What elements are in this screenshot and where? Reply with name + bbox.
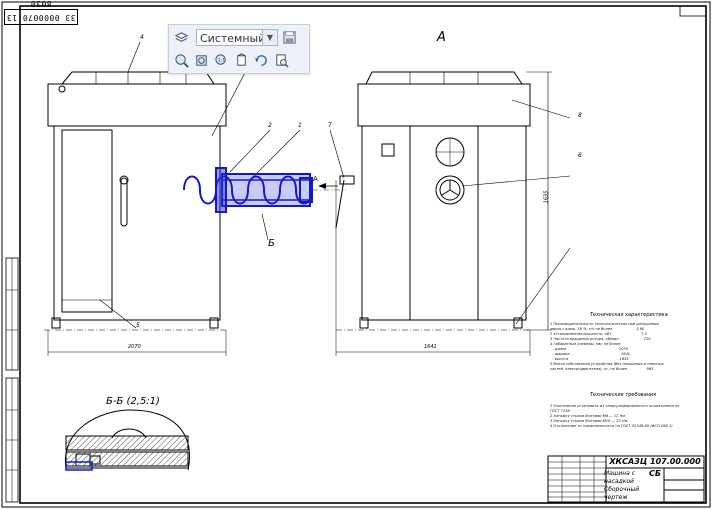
leader-label-8: 8: [578, 112, 582, 119]
floating-toolbar: Системный ▼ 1:1: [168, 24, 310, 74]
leader-label-1: 1: [298, 122, 302, 129]
tech-spec-title: Техническая характеристика: [590, 312, 668, 318]
leader-label-6: 6: [578, 152, 582, 159]
dim-width-front: 2070: [128, 344, 141, 350]
drawing-name: Машина с насадкой Сборочный чертеж: [604, 470, 664, 502]
front-view: [44, 39, 345, 356]
leader-label-2: 2: [268, 122, 272, 129]
save-icon[interactable]: [281, 29, 298, 46]
arrow-label: A: [313, 175, 318, 183]
zoom-scale-icon[interactable]: 1:1: [213, 52, 230, 69]
view-label: A: [437, 30, 446, 45]
section-label: Б-Б (2,5:1): [106, 396, 160, 407]
cut-label: Б: [268, 238, 275, 249]
leader-label-5: 5: [136, 322, 140, 329]
refresh-icon[interactable]: [253, 52, 270, 69]
zoom-window-icon[interactable]: [193, 52, 210, 69]
drawing-name-line1: Машина с насадкой: [604, 470, 636, 485]
title-block-frame: [547, 455, 705, 503]
side-view: [335, 71, 571, 356]
zoom-in-icon[interactable]: [173, 52, 190, 69]
dim-height: 1635: [543, 190, 550, 204]
style-select[interactable]: Системный ▼: [196, 29, 278, 46]
sheet-stamp: 33 0000070 13 8030: [4, 0, 78, 25]
drawing-code: ХКСАЗЦ 107.00.000 СБ: [609, 457, 701, 478]
style-select-value: Системный: [200, 32, 266, 45]
preview-icon[interactable]: [273, 52, 290, 69]
screw-assembly: [183, 167, 313, 213]
tech-req-notes: 1 Уплотнения установить из хлорсульфиров…: [550, 404, 680, 428]
drawing-name-line2: Сборочный чертеж: [604, 486, 640, 501]
pan-icon[interactable]: [233, 52, 250, 69]
tech-spec-notes: 1 Производительность технологическая при…: [550, 322, 664, 371]
tech-req-title: Технические требования: [590, 392, 657, 398]
dim-width-side: 1641: [424, 344, 437, 350]
section-view: [64, 409, 190, 471]
leader-label-7: 7: [328, 122, 332, 129]
section-blue-part: [65, 461, 93, 471]
leader-label-4: 4: [140, 34, 144, 41]
layers-icon[interactable]: [173, 29, 190, 46]
dropdown-icon[interactable]: ▼: [262, 30, 277, 45]
svg-text:1:1: 1:1: [218, 57, 226, 63]
